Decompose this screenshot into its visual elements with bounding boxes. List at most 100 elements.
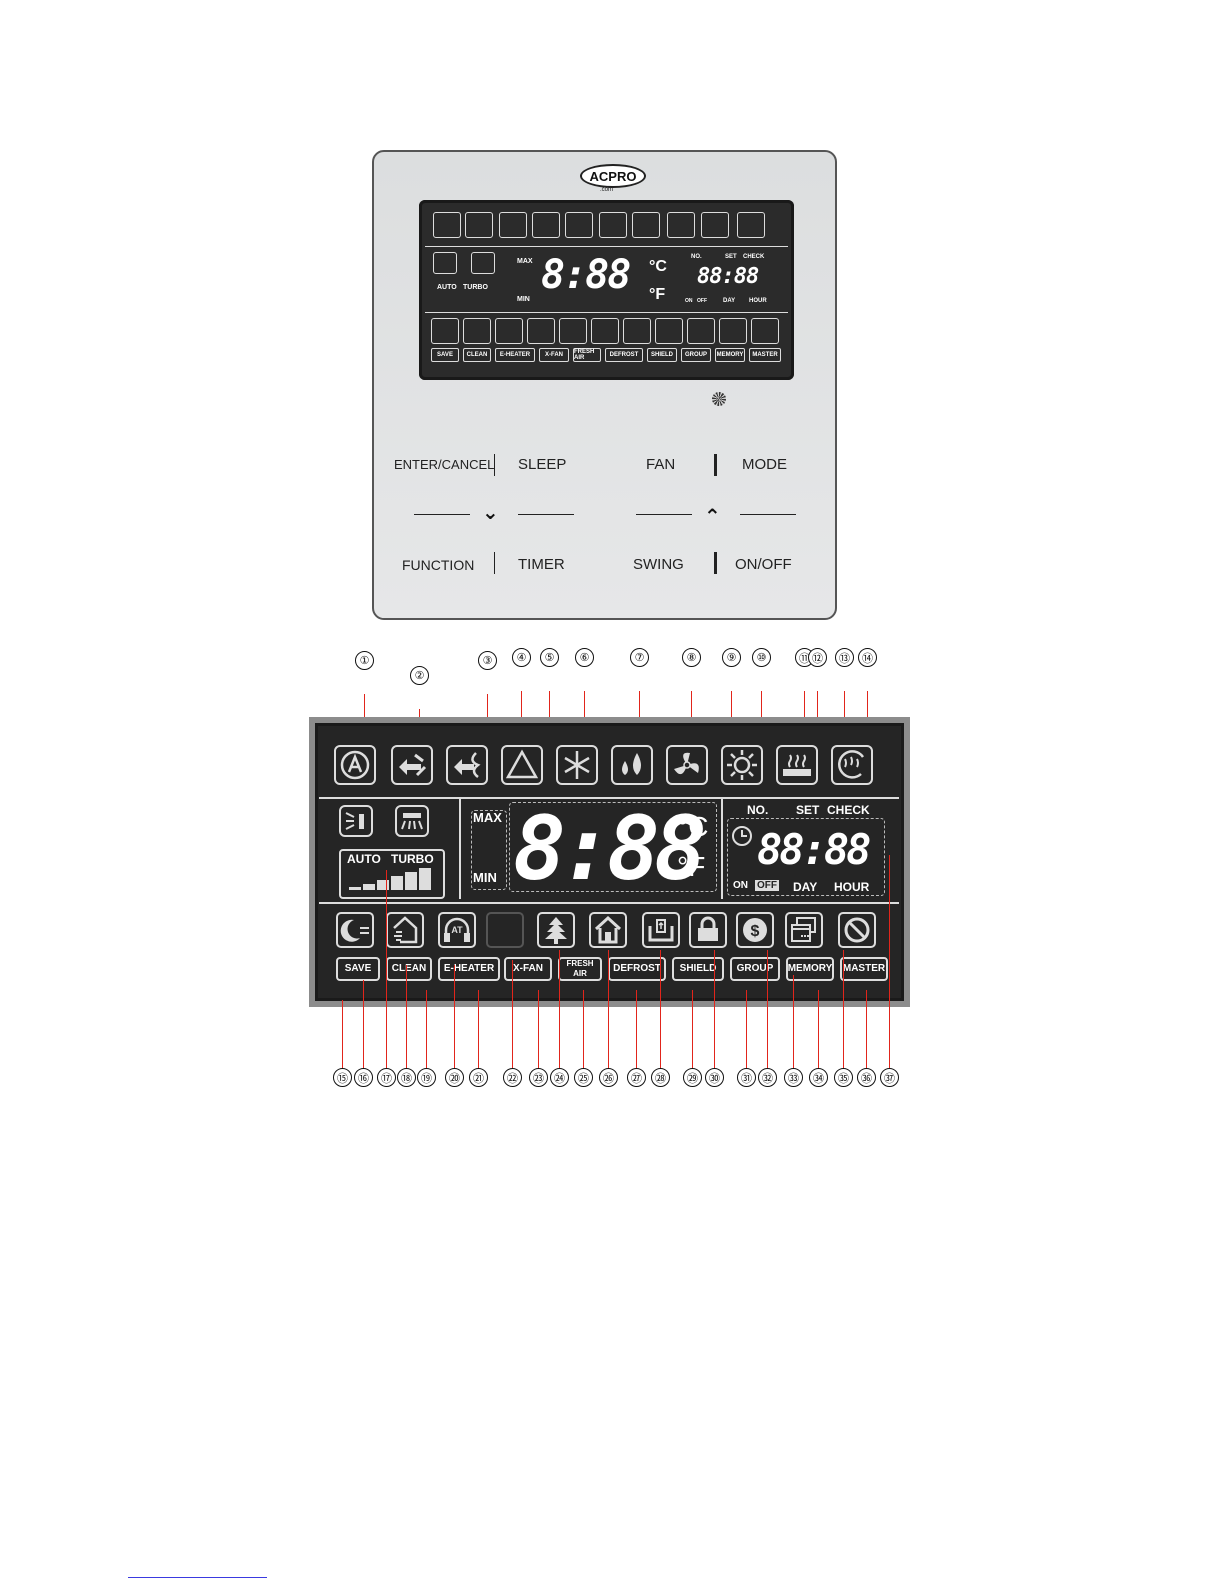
bottom-leader-line-12 (608, 950, 609, 1068)
fan-mode-icon (666, 745, 708, 785)
bottom-callout-21: ㉟ (834, 1068, 853, 1087)
memory-icon (785, 912, 823, 948)
no-label: NO. (691, 254, 702, 260)
temperature-box (509, 802, 717, 892)
bottom-callout-12: ㉖ (599, 1068, 618, 1087)
swing-small-icon (433, 252, 457, 274)
fresh-air-icon (537, 912, 575, 948)
set-label: SET (796, 803, 820, 817)
day-label: DAY (793, 880, 818, 894)
footer-link-underline (128, 1577, 267, 1578)
lock-icon (655, 318, 683, 344)
e-heater-label: E-HEATER (495, 348, 535, 362)
vertical-swing-icon (339, 805, 373, 837)
temperature-digits: 8:88 (513, 797, 707, 900)
top-callout-13: ⑬ (835, 648, 854, 667)
auto-cycle-icon (532, 212, 560, 238)
bottom-leader-line-17 (746, 990, 747, 1068)
bottom-leader-line-8 (512, 960, 513, 1068)
mode-button[interactable]: MODE (742, 456, 787, 473)
clock-icon (732, 826, 752, 846)
cool-mode-icon (565, 212, 593, 238)
fahrenheit-unit: °F (677, 851, 706, 882)
bottom-leader-line-2 (363, 980, 364, 1068)
top-callout-10: ⑩ (752, 648, 771, 667)
save-money-icon (687, 318, 715, 344)
down-arrow-button[interactable]: ⌄ (482, 500, 499, 524)
top-callout-12: ⑫ (808, 648, 827, 667)
defrost-label: DEFROST (608, 957, 666, 981)
fan-speed-bars-icon (349, 868, 431, 890)
bottom-callout-16: ㉚ (705, 1068, 724, 1087)
top-callout-7: ⑦ (630, 648, 649, 667)
clean-label: CLEAN (463, 348, 491, 362)
max-label: MAX (473, 810, 502, 825)
master-label: MASTER (749, 348, 781, 362)
hour-label: HOUR (749, 298, 767, 304)
top-callout-1: ① (355, 651, 374, 670)
max-min-box (471, 810, 507, 890)
function-button[interactable]: FUNCTION (402, 557, 475, 573)
top-callout-5: ⑤ (540, 648, 559, 667)
home-icon (591, 318, 619, 344)
bottom-callout-4: ⑱ (397, 1068, 416, 1087)
timer-button[interactable]: TIMER (518, 556, 565, 573)
celsius-unit: °C (649, 258, 667, 275)
bottom-callout-2: ⑯ (354, 1068, 373, 1087)
enter-cancel-button[interactable]: ENTER/CANCEL (394, 457, 495, 472)
sleep-icon (336, 912, 374, 948)
clean-icon (463, 318, 491, 344)
defrost-icon (642, 912, 680, 948)
bottom-callout-9: ㉓ (529, 1068, 548, 1087)
hour-label: HOUR (834, 880, 870, 894)
bottom-callout-19: ㉝ (784, 1068, 803, 1087)
bottom-leader-line-10 (559, 950, 560, 1068)
bottom-leader-line-13 (636, 990, 637, 1068)
top-callout-3: ③ (478, 651, 497, 670)
bottom-callout-5: ⑲ (417, 1068, 436, 1087)
memory-icon (719, 318, 747, 344)
dry-mode-icon (599, 212, 627, 238)
home-icon (589, 912, 627, 948)
celsius-unit: °C (677, 811, 709, 842)
fahrenheit-unit: °F (649, 286, 666, 303)
sleep-button[interactable]: SLEEP (518, 456, 567, 473)
swing-button[interactable]: SWING (633, 556, 684, 573)
min-label: MIN (473, 870, 497, 885)
blank-icon (486, 912, 524, 948)
clock-digits: 88:88 (757, 825, 871, 874)
bottom-leader-line-11 (583, 990, 584, 1068)
memory-label: MEMORY (715, 348, 745, 362)
fan-turbo-label: TURBO (391, 852, 434, 866)
bottom-callout-7: ㉑ (469, 1068, 488, 1087)
bottom-leader-line-21 (843, 950, 844, 1068)
clean-icon (386, 912, 424, 948)
swing-up-down-icon (391, 745, 433, 785)
bottom-leader-line-14 (660, 950, 661, 1068)
fresh-air-label: FRESH AIR (558, 957, 602, 981)
bottom-leader-line-20 (818, 990, 819, 1068)
heat-mode-icon (721, 745, 763, 785)
bottom-callout-18: ㉜ (758, 1068, 777, 1087)
save-label: SAVE (336, 957, 380, 981)
top-callout-6: ⑥ (575, 648, 594, 667)
remote-sensor-icon (712, 392, 726, 406)
off-label: OFF (755, 880, 779, 891)
fan-button[interactable]: FAN (646, 456, 676, 473)
floor-heating-icon (701, 212, 729, 238)
bottom-leader-line-18 (767, 950, 768, 1068)
bottom-callout-17: ㉛ (737, 1068, 756, 1087)
master-label: MASTER (840, 957, 888, 981)
clean-label: CLEAN (386, 957, 432, 981)
bottom-callout-11: ㉕ (574, 1068, 593, 1087)
bottom-leader-line-16 (714, 950, 715, 1068)
swing-up-down-icon (465, 212, 493, 238)
up-arrow-button[interactable]: ⌃ (704, 504, 721, 528)
bottom-leader-line-7 (478, 990, 479, 1068)
svg-text:$: $ (751, 923, 760, 940)
bottom-callout-8: ㉒ (503, 1068, 522, 1087)
bottom-callout-23: ㊲ (880, 1068, 899, 1087)
forbidden-icon (838, 912, 876, 948)
water-heater-icon (737, 212, 765, 238)
on-off-button[interactable]: ON/OFF (735, 556, 792, 573)
